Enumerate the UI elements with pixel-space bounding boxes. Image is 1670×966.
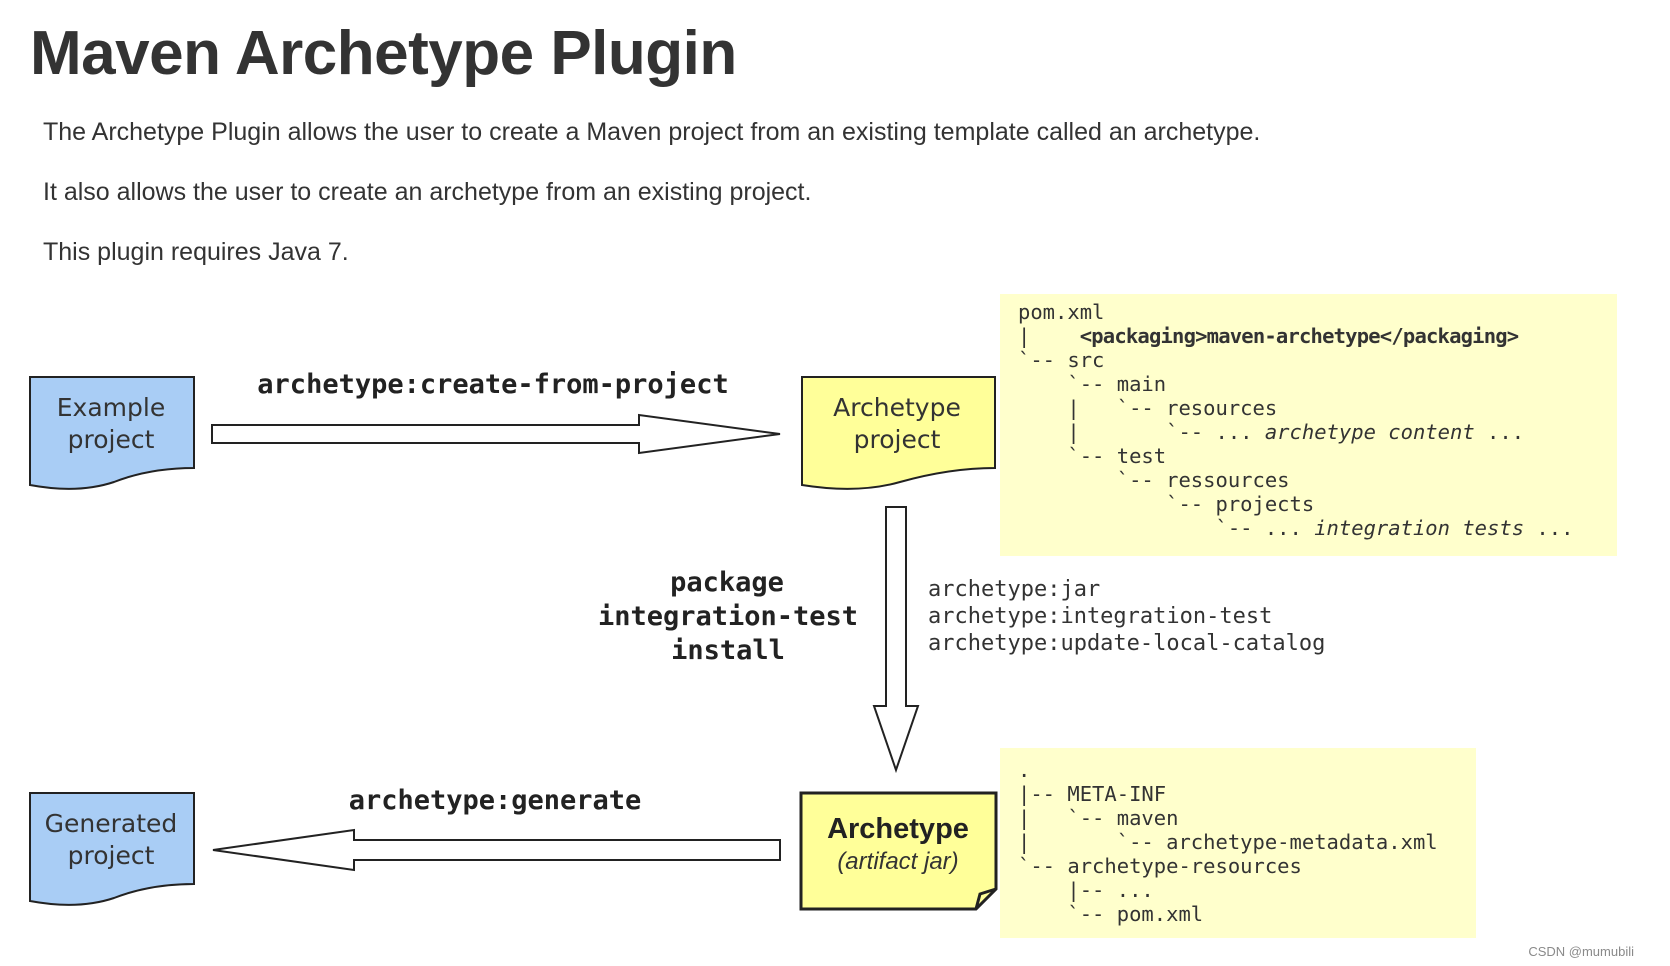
tree-line: |-- ...	[1018, 878, 1476, 902]
archetype-project-node: Archetype project	[801, 376, 996, 490]
tree-line-text: .	[1018, 758, 1031, 782]
package-down-arrow	[872, 506, 920, 774]
generated-project-node: Generated project	[29, 792, 195, 906]
lifecycle-phase-package: package	[670, 567, 784, 598]
tree-line: | `-- resources	[1018, 396, 1617, 420]
tree-line: .	[1018, 758, 1476, 782]
tree-line-text: `-- main	[1018, 372, 1167, 396]
tree-line: `-- main	[1018, 372, 1617, 396]
tree-line: | `-- maven	[1018, 806, 1476, 830]
archetype-jar-subtitle: (artifact jar)	[837, 848, 958, 875]
archetype-jar-title: Archetype	[827, 813, 969, 845]
tree-line-text: | `-- ...	[1018, 420, 1265, 444]
generate-goal-label: archetype:generate	[349, 785, 642, 816]
tree-line-text: ...	[1474, 420, 1525, 444]
tree-line: `-- archetype-resources	[1018, 854, 1476, 878]
tree-line-text: `-- archetype-resources	[1018, 854, 1302, 878]
tree-line-text: |-- ...	[1018, 878, 1154, 902]
tree-line-text: `-- projects	[1018, 492, 1315, 516]
create-from-project-arrow	[211, 413, 781, 455]
tree-line: `-- pom.xml	[1018, 902, 1476, 926]
tree-line: pom.xml	[1018, 300, 1617, 324]
tree-line-text: pom.xml	[1018, 300, 1105, 324]
tree-line-text: | `-- maven	[1018, 806, 1179, 830]
archetype-project-tree: pom.xml| <packaging>maven-archetype</pac…	[1000, 294, 1617, 556]
archetype-project-label-line2: project	[854, 425, 941, 454]
tree-line: |-- META-INF	[1018, 782, 1476, 806]
tree-line: | <packaging>maven-archetype</packaging>	[1018, 324, 1617, 348]
goal-archetype-jar: archetype:jar	[928, 577, 1100, 602]
archetype-jar-node: Archetype (artifact jar)	[799, 791, 998, 911]
tree-line: `-- test	[1018, 444, 1617, 468]
page-title: Maven Archetype Plugin	[30, 19, 737, 88]
tree-line-text: | `-- archetype-metadata.xml	[1018, 830, 1438, 854]
archetype-jar-tree: .|-- META-INF| `-- maven| `-- archetype-…	[1000, 748, 1476, 938]
tree-line-text: archetype content	[1264, 420, 1475, 444]
tree-line: `-- projects	[1018, 492, 1617, 516]
intro-paragraph: It also allows the user to create an arc…	[43, 178, 812, 206]
goal-archetype-update-local-catalog: archetype:update-local-catalog	[928, 631, 1325, 656]
tree-line: | `-- ... archetype content ...	[1018, 420, 1617, 444]
tree-line: `-- ressources	[1018, 468, 1617, 492]
tree-line-text: <packaging>maven-archetype</packaging>	[1079, 324, 1519, 348]
intro-paragraph: The Archetype Plugin allows the user to …	[43, 118, 1261, 146]
tree-line-text: `-- src	[1018, 348, 1105, 372]
tree-line: `-- src	[1018, 348, 1617, 372]
tree-line-text: `-- pom.xml	[1018, 902, 1204, 926]
tree-line: | `-- archetype-metadata.xml	[1018, 830, 1476, 854]
tree-line-text: | `-- resources	[1018, 396, 1278, 420]
tree-line-text: `-- ressources	[1018, 468, 1290, 492]
example-project-node: Example project	[29, 376, 195, 490]
create-from-project-goal-label: archetype:create-from-project	[257, 369, 728, 400]
lifecycle-phase-integration-test: integration-test	[598, 601, 858, 632]
generate-arrow	[212, 828, 781, 872]
tree-line-text: |-- META-INF	[1018, 782, 1167, 806]
generated-project-label-line2: project	[68, 841, 155, 870]
example-project-label-line1: Example	[57, 393, 165, 422]
generated-project-label-line1: Generated	[45, 809, 178, 838]
requirement-paragraph: This plugin requires Java 7.	[43, 238, 349, 266]
lifecycle-phase-install: install	[671, 635, 785, 666]
tree-line-text: `-- ...	[1018, 516, 1315, 540]
tree-line-text: integration tests	[1314, 516, 1525, 540]
example-project-label-line2: project	[68, 425, 155, 454]
archetype-project-label-line1: Archetype	[833, 393, 961, 422]
tree-line-text: ...	[1524, 516, 1574, 540]
watermark-credit: CSDN @mumubili	[1528, 944, 1634, 959]
tree-line-text: |	[1018, 324, 1080, 348]
goal-archetype-integration-test: archetype:integration-test	[928, 604, 1272, 629]
tree-line: `-- ... integration tests ...	[1018, 516, 1617, 540]
tree-line-text: `-- test	[1018, 444, 1167, 468]
